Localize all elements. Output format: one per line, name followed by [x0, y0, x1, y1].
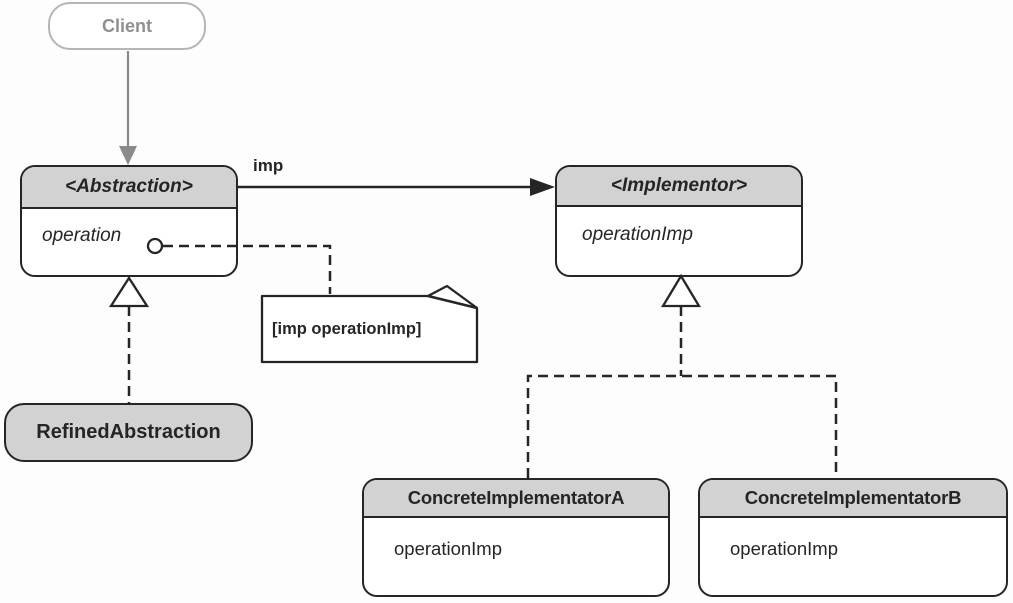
abstraction-operation: operation — [42, 225, 122, 246]
client-abstraction-arrowhead-icon — [119, 146, 137, 165]
concrete-implementator-b-header: ConcreteImplementatorB — [700, 480, 1006, 518]
concrete-implementator-b-title: ConcreteImplementatorB — [744, 487, 962, 508]
imp-association-arrowhead-icon — [530, 178, 555, 196]
abstraction-class: <Abstraction> operation — [20, 165, 238, 277]
implementor-class: <Implementor> operationImp — [555, 165, 803, 277]
abstraction-header: <Abstraction> — [22, 167, 236, 209]
concrete-implementator-a-class: ConcreteImplementatorA operationImp — [362, 478, 670, 597]
client-node: Client — [48, 2, 206, 50]
note-text: [imp operationImp] — [272, 320, 422, 338]
implementor-title: <Implementor> — [610, 175, 748, 196]
generalization-triangle-implementor-icon — [660, 273, 702, 308]
refined-abstraction-node: RefinedAbstraction — [4, 403, 253, 462]
client-label: Client — [101, 15, 152, 36]
note-fold-crease — [427, 294, 478, 310]
concrete-implementator-a-operation: operationImp — [394, 538, 502, 559]
abstraction-title: <Abstraction> — [65, 176, 193, 197]
concrete-implementator-b-operation: operationImp — [730, 538, 838, 559]
implementor-children-dashed-lines — [526, 374, 838, 478]
implementor-operation: operationImp — [582, 224, 693, 245]
concrete-implementator-b-class: ConcreteImplementatorB operationImp — [698, 478, 1008, 597]
concrete-implementator-a-title: ConcreteImplementatorA — [407, 487, 625, 508]
refined-abstraction-label: RefinedAbstraction — [36, 421, 221, 443]
concrete-implementator-a-header: ConcreteImplementatorA — [364, 480, 668, 518]
implementor-header: <Implementor> — [557, 167, 801, 207]
generalization-triangle-abstraction-icon — [108, 275, 150, 308]
imp-label: imp — [253, 156, 284, 175]
